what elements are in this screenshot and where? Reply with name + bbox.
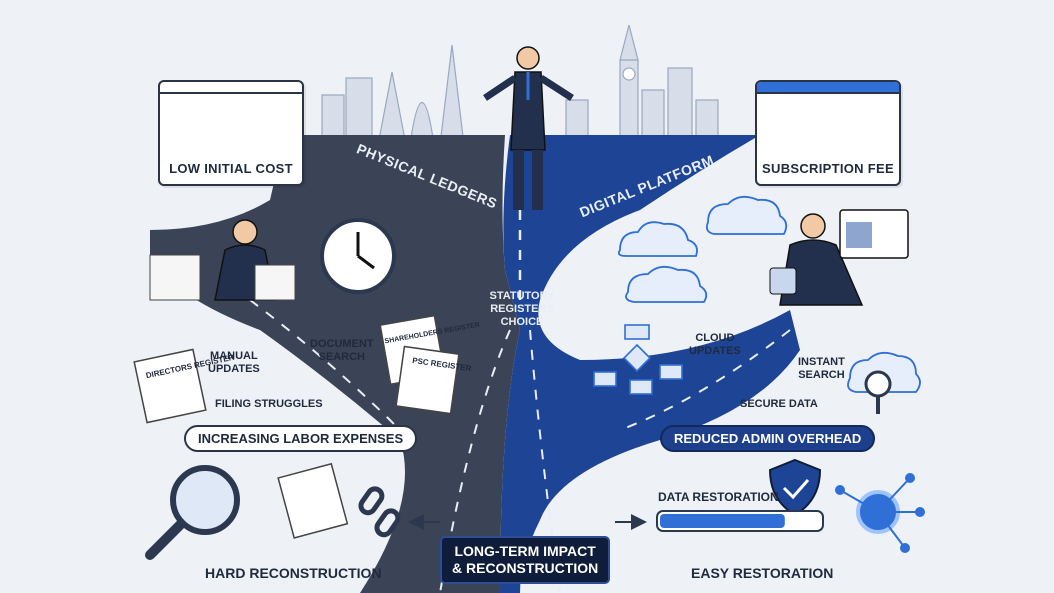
instant-line-2: SEARCH — [798, 369, 845, 381]
easy-restoration-label: EASY RESTORATION — [691, 565, 834, 581]
document-search-label: DOCUMENT SEARCH — [310, 338, 374, 364]
cloud-line-2: UPDATES — [689, 345, 741, 357]
broken-chain-icon — [358, 486, 401, 538]
card-titlebar — [757, 82, 899, 94]
center-line-2: REGISTERS — [490, 303, 554, 315]
network-node-icon — [835, 473, 925, 553]
magnifier-icon — [145, 465, 240, 560]
manual-updates-label: MANUAL UPDATES — [208, 350, 260, 376]
low-cost-caption: LOW INITIAL COST — [169, 161, 293, 176]
center-line-3: CHOICE — [500, 316, 544, 328]
subscription-caption: SUBSCRIPTION FEE — [762, 161, 894, 176]
cloud-line-1: CLOUD — [695, 332, 735, 344]
magnifier-icon-right — [864, 370, 892, 414]
impact-line-1: LONG-TERM IMPACT — [454, 543, 596, 559]
center-choice-label: STATUTORY REGISTERS CHOICE — [484, 290, 560, 329]
manual-line-1: MANUAL — [210, 350, 258, 362]
card-titlebar — [160, 82, 302, 94]
stressed-worker — [149, 219, 296, 301]
papers-left — [133, 314, 460, 424]
long-term-impact-box: LONG-TERM IMPACT & RECONSTRUCTION — [440, 536, 611, 584]
labor-expenses-pill: INCREASING LABOR EXPENSES — [184, 425, 418, 452]
secure-data-label: SECURE DATA — [740, 398, 818, 410]
torn-paper-icon — [277, 462, 349, 539]
instant-search-label: INSTANT SEARCH — [798, 356, 845, 382]
instant-line-1: INSTANT — [798, 356, 845, 368]
filing-struggles-label: FILING STRUGGLES — [215, 398, 323, 410]
reduced-overhead-pill: REDUCED ADMIN OVERHEAD — [660, 425, 876, 452]
doc-line-2: SEARCH — [318, 351, 365, 363]
subscription-card: SUBSCRIPTION FEE — [755, 80, 901, 186]
cloud-updates-label: CLOUD UPDATES — [689, 332, 741, 358]
manual-line-2: UPDATES — [208, 363, 260, 375]
restoration-progress-bar — [656, 510, 824, 532]
low-cost-card: LOW INITIAL COST — [158, 80, 304, 186]
business-person-center — [483, 46, 574, 210]
center-line-1: STATUTORY — [489, 290, 555, 302]
doc-line-1: DOCUMENT — [310, 338, 374, 350]
skyline-icon — [321, 24, 719, 146]
clock-icon — [320, 218, 396, 294]
hard-reconstruction-label: HARD RECONSTRUCTION — [205, 565, 382, 581]
data-restoration-label: DATA RESTORATION — [658, 490, 779, 504]
tablet-worker — [769, 209, 909, 306]
shield-check-icon — [768, 458, 822, 517]
flowchart-icon — [593, 324, 683, 395]
impact-line-2: & RECONSTRUCTION — [452, 560, 599, 576]
